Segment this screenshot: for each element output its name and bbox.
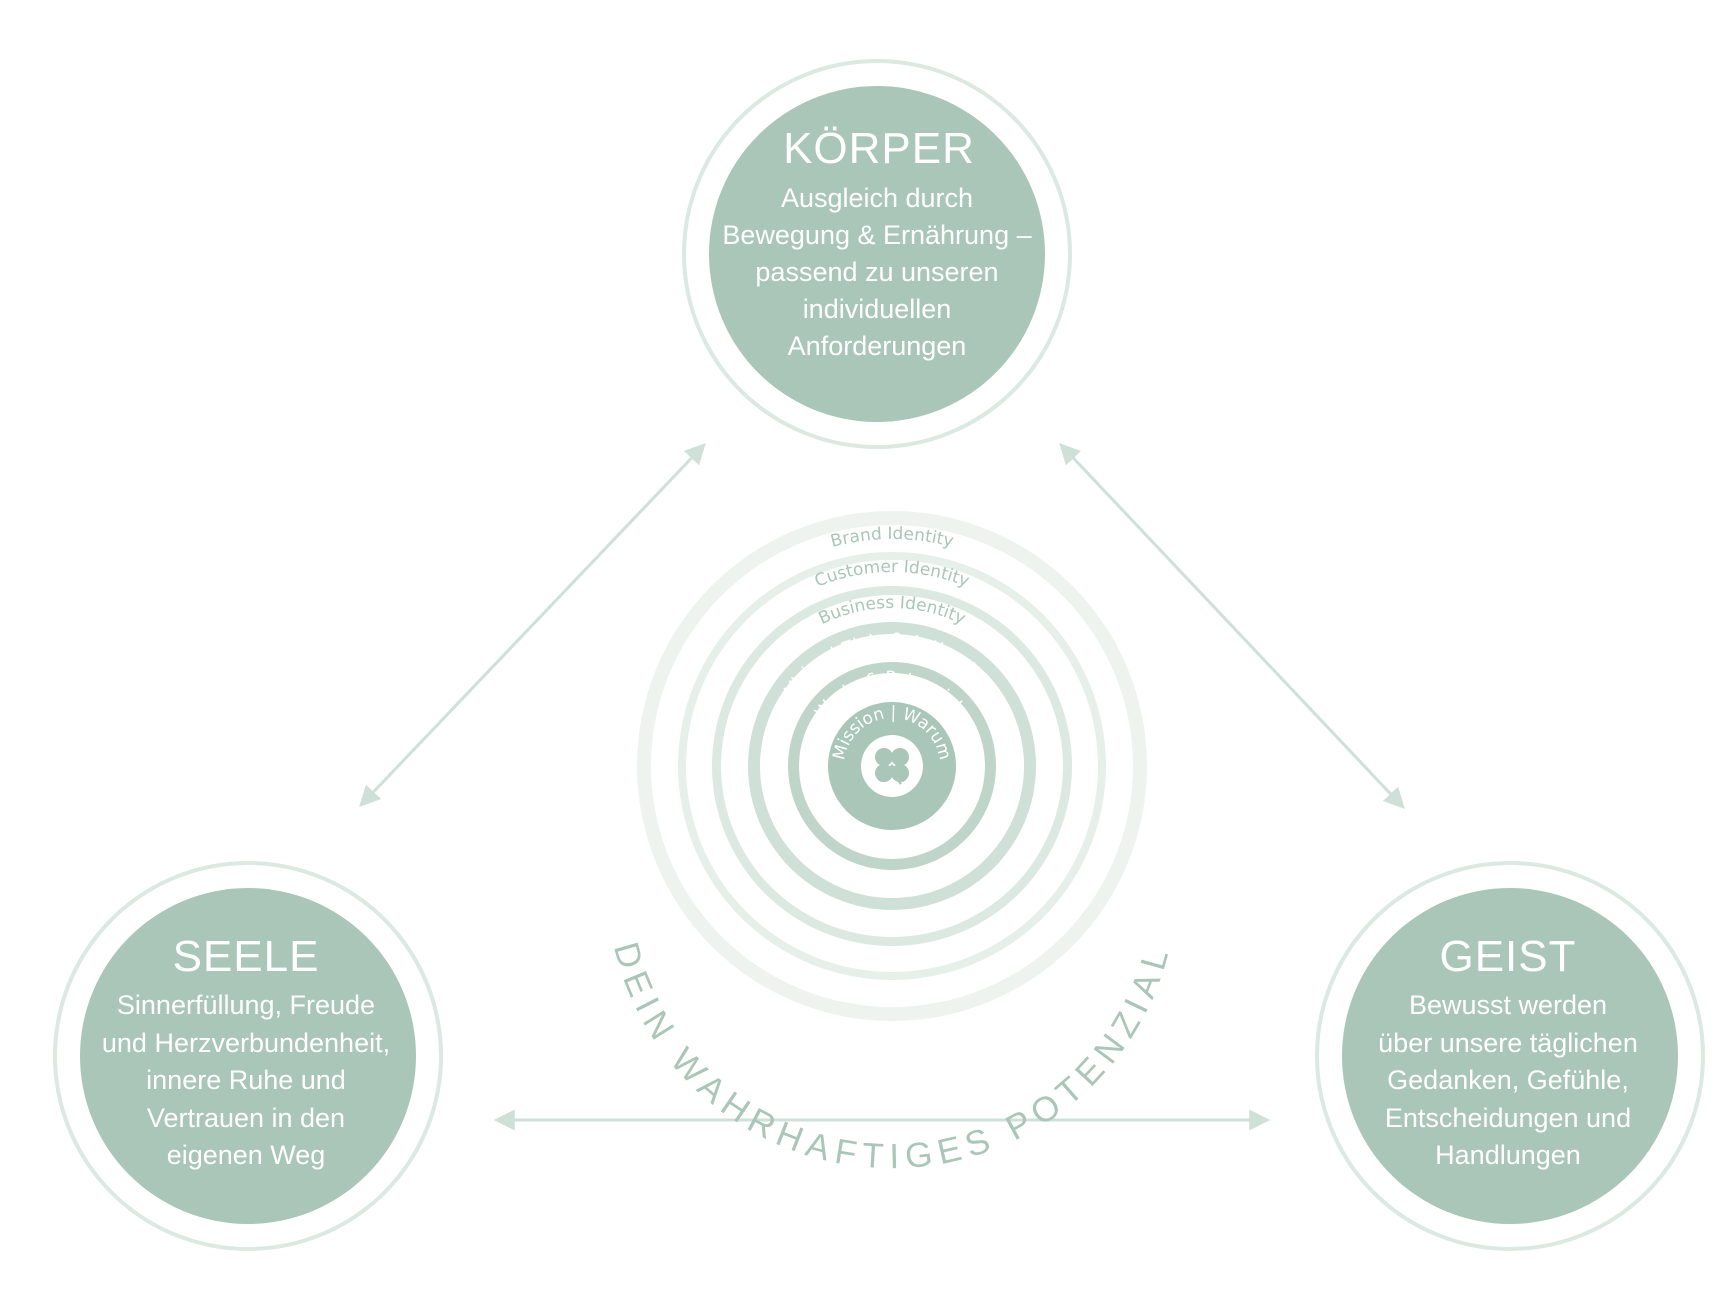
node-geist-line-5: Handlungen	[1435, 1140, 1581, 1170]
node-koerper-line-1: Ausgleich durch	[781, 183, 973, 213]
node-geist-line-1: Bewusst werden	[1409, 990, 1607, 1020]
node-seele-line-5: eigenen Weg	[167, 1140, 326, 1170]
identity-rings: Brand Identity Customer Identity Busines…	[637, 511, 1147, 1021]
node-koerper-line-5: Anforderungen	[788, 331, 967, 361]
node-seele: SEELE Sinnerfüllung, Freude und Herzverb…	[53, 861, 443, 1251]
node-geist: GEIST Bewusst werden über unsere täglich…	[1315, 861, 1705, 1251]
node-koerper: KÖRPER Ausgleich durch Bewegung & Ernähr…	[682, 59, 1072, 449]
four-leaf-clover-icon	[875, 748, 909, 785]
node-seele-line-3: innere Ruhe und	[146, 1065, 346, 1095]
node-geist-disc	[1342, 888, 1678, 1224]
node-koerper-title: KÖRPER	[783, 124, 975, 173]
node-koerper-line-2: Bewegung & Ernährung –	[722, 220, 1031, 250]
arrow-koerper-geist	[1059, 442, 1405, 810]
node-seele-line-4: Vertrauen in den	[147, 1103, 345, 1133]
node-koerper-outline	[682, 59, 1072, 449]
arrow-koerper-seele	[359, 442, 706, 808]
node-koerper-disc	[709, 86, 1045, 422]
node-geist-outline	[1315, 861, 1705, 1251]
node-koerper-line-4: individuellen	[803, 294, 952, 324]
node-geist-title: GEIST	[1439, 932, 1576, 981]
node-seele-disc	[80, 888, 416, 1224]
node-koerper-line-3: passend zu unseren	[755, 257, 998, 287]
node-seele-line-1: Sinnerfüllung, Freude	[117, 990, 375, 1020]
node-seele-outline	[53, 861, 443, 1251]
node-geist-line-2: über unsere täglichen	[1378, 1028, 1638, 1058]
node-seele-line-2: und Herzverbundenheit,	[102, 1028, 390, 1058]
node-geist-line-3: Gedanken, Gefühle,	[1387, 1065, 1629, 1095]
node-seele-title: SEELE	[173, 932, 320, 981]
connector-arrows	[359, 442, 1405, 1131]
node-geist-line-4: Entscheidungen und	[1385, 1103, 1631, 1133]
